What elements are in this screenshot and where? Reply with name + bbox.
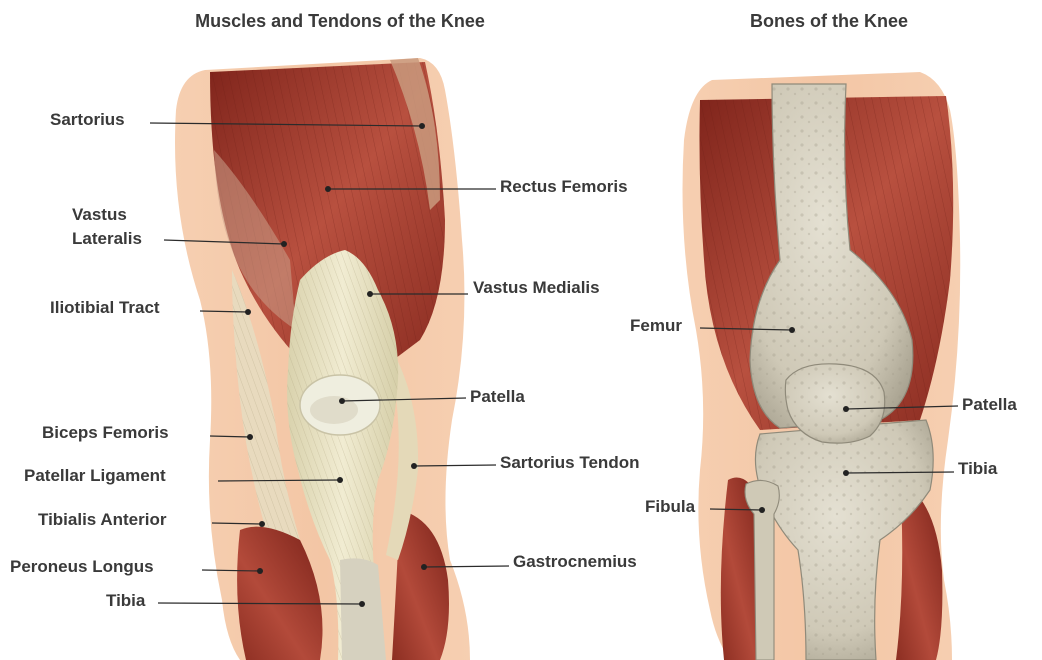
marker-patellar-ligament <box>337 477 343 483</box>
label-tibialis-anterior: Tibialis Anterior <box>38 510 167 529</box>
label-iliotibial-tract: Iliotibial Tract <box>50 298 160 317</box>
marker-sartorius-tendon <box>411 463 417 469</box>
marker-tibia-left <box>359 601 365 607</box>
marker-biceps-femoris <box>247 434 253 440</box>
label-patellar-ligament: Patellar Ligament <box>24 466 166 485</box>
label-vastus-medialis: Vastus Medialis <box>473 278 600 297</box>
marker-gastrocnemius <box>421 564 427 570</box>
label-rectus-femoris: Rectus Femoris <box>500 177 628 196</box>
label-patella-left: Patella <box>470 387 525 406</box>
label-fibula: Fibula <box>645 497 696 516</box>
marker-patella-left <box>339 398 345 404</box>
marker-tibia-right <box>843 470 849 476</box>
marker-rectus-femoris <box>325 186 331 192</box>
title-bones: Bones of the Knee <box>750 11 908 31</box>
label-tibia-left: Tibia <box>106 591 146 610</box>
marker-fibula <box>759 507 765 513</box>
marker-vastus-medialis <box>367 291 373 297</box>
marker-tibialis-anterior <box>259 521 265 527</box>
right-knee-illustration <box>683 72 961 660</box>
label-sartorius: Sartorius <box>50 110 125 129</box>
marker-sartorius <box>419 123 425 129</box>
label-peroneus-longus: Peroneus Longus <box>10 557 154 576</box>
marker-femur <box>789 327 795 333</box>
marker-patella-right <box>843 406 849 412</box>
marker-vastus-lateralis <box>281 241 287 247</box>
marker-peroneus-longus <box>257 568 263 574</box>
label-gastrocnemius: Gastrocnemius <box>513 552 637 571</box>
title-muscles-tendons: Muscles and Tendons of the Knee <box>195 11 485 31</box>
marker-iliotibial-tract <box>245 309 251 315</box>
label-vastus-lateralis-line1: Vastus <box>72 205 127 224</box>
label-sartorius-tendon: Sartorius Tendon <box>500 453 639 472</box>
label-biceps-femoris: Biceps Femoris <box>42 423 169 442</box>
label-tibia-right: Tibia <box>958 459 998 478</box>
label-patella-right: Patella <box>962 395 1017 414</box>
label-vastus-lateralis-line2: Lateralis <box>72 229 142 248</box>
label-femur: Femur <box>630 316 682 335</box>
